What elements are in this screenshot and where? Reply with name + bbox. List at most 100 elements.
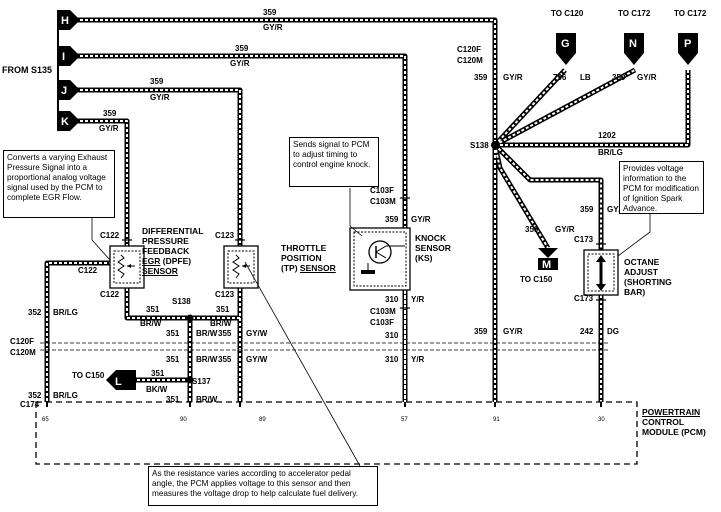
svg-text:310: 310 xyxy=(385,295,399,304)
svg-text:K: K xyxy=(61,116,69,128)
tp-sensor-symbol xyxy=(223,245,259,289)
svg-text:351: 351 xyxy=(151,369,165,378)
svg-text:355: 355 xyxy=(218,355,232,364)
connector-l: L xyxy=(106,370,136,390)
wire-labels: 359 GY/R 359 GY/R 359 GY/R 359 GY/R 359 … xyxy=(28,8,657,404)
svg-text:BR/W: BR/W xyxy=(210,319,232,328)
svg-text:351: 351 xyxy=(166,395,180,404)
svg-text:359: 359 xyxy=(580,205,594,214)
svg-text:352: 352 xyxy=(28,308,42,317)
svg-text:H: H xyxy=(61,15,69,27)
svg-text:355: 355 xyxy=(218,329,232,338)
svg-text:359: 359 xyxy=(103,109,117,118)
svg-text:C120F: C120F xyxy=(457,45,481,54)
egr-note: Converts a varying Exhaust Pressure Sign… xyxy=(3,150,115,218)
svg-text:BR/LG: BR/LG xyxy=(53,391,78,400)
connector-m: M xyxy=(538,248,558,271)
svg-text:C103M: C103M xyxy=(370,307,396,316)
octane-adjust-symbol xyxy=(583,249,619,296)
splice-s138-right-dot xyxy=(491,141,499,149)
pin-57: 57 xyxy=(401,417,408,423)
svg-text:C120F: C120F xyxy=(10,337,34,346)
connector-c120-line xyxy=(40,342,610,351)
connector-k: K xyxy=(58,111,80,131)
connector-p: P xyxy=(678,33,698,65)
svg-text:310: 310 xyxy=(385,355,399,364)
svg-text:GY/R: GY/R xyxy=(263,23,283,32)
svg-text:GY/R: GY/R xyxy=(555,225,575,234)
connector-g: G xyxy=(556,33,576,65)
svg-text:GY/R: GY/R xyxy=(230,59,250,68)
svg-text:GY/R: GY/R xyxy=(99,124,119,133)
svg-text:GY/R: GY/R xyxy=(503,327,523,336)
pcm-label: POWERTRAIN CONTROL MODULE (PCM) xyxy=(642,407,706,437)
svg-text:351: 351 xyxy=(146,305,160,314)
connector-id-labels: C120F C120M S138 C103F C103M C103M C103F… xyxy=(10,45,594,409)
pin-91: 91 xyxy=(493,417,500,423)
svg-text:GY/R: GY/R xyxy=(411,215,431,224)
svg-text:BR/W: BR/W xyxy=(140,319,162,328)
svg-text:C173: C173 xyxy=(574,235,594,244)
svg-text:242: 242 xyxy=(580,327,594,336)
svg-text:359: 359 xyxy=(385,215,399,224)
knock-sensor-label: KNOCK SENSOR (KS) xyxy=(415,233,451,263)
octane-adjust-label: OCTANE ADJUST (SHORTING BAR) xyxy=(624,257,672,297)
spark-note: Provides voltage information to the PCM … xyxy=(619,161,704,214)
svg-text:GY/R: GY/R xyxy=(637,73,657,82)
svg-text:359: 359 xyxy=(235,44,249,53)
svg-text:GY/R: GY/R xyxy=(607,205,627,214)
svg-text:359: 359 xyxy=(525,225,539,234)
svg-text:S137: S137 xyxy=(192,377,211,386)
svg-text:Y/R: Y/R xyxy=(411,295,425,304)
svg-text:GY/R: GY/R xyxy=(503,73,523,82)
to-c150-right-label: TO C150 xyxy=(520,275,553,284)
svg-text:351: 351 xyxy=(216,305,230,314)
splice-s138-dot xyxy=(186,314,194,322)
connector-n: N xyxy=(624,33,644,65)
dpfe-sensor-symbol xyxy=(109,245,145,289)
svg-text:L: L xyxy=(115,376,122,388)
splice-s137-dot xyxy=(186,376,194,384)
svg-text:C123: C123 xyxy=(215,231,235,240)
connector-j: J xyxy=(58,80,80,100)
svg-text:C103M: C103M xyxy=(370,197,396,206)
from-s135-label: FROM S135 xyxy=(2,65,52,75)
pin-65: 65 xyxy=(42,417,49,423)
svg-text:C103F: C103F xyxy=(370,318,394,327)
svg-text:359: 359 xyxy=(474,327,488,336)
svg-text:C123: C123 xyxy=(215,290,235,299)
tp-sensor-label: THROTTLE POSITION (TP) SENSOR xyxy=(281,243,336,273)
svg-text:351: 351 xyxy=(166,355,180,364)
svg-text:1202: 1202 xyxy=(598,131,616,140)
svg-text:C120M: C120M xyxy=(457,56,483,65)
svg-text:BR/LG: BR/LG xyxy=(598,148,623,157)
tps-note: As the resistance varies according to ac… xyxy=(148,466,378,506)
svg-text:C174: C174 xyxy=(20,400,40,409)
note-leaders xyxy=(91,188,651,467)
svg-text:DG: DG xyxy=(607,327,619,336)
svg-text:GY/W: GY/W xyxy=(246,355,268,364)
pin-89: 89 xyxy=(259,417,266,423)
svg-text:GY/W: GY/W xyxy=(246,329,268,338)
pcm-pin-marks xyxy=(46,402,602,407)
svg-text:LB: LB xyxy=(580,73,591,82)
svg-text:796: 796 xyxy=(553,73,567,82)
dpfe-sensor-label: DIFFERENTIAL PRESSURE FEEDBACK EGR (DPFE… xyxy=(142,226,204,276)
svg-text:351: 351 xyxy=(166,329,180,338)
svg-text:GY/R: GY/R xyxy=(150,93,170,102)
svg-text:I: I xyxy=(62,51,65,63)
to-c172-label-1: TO C172 xyxy=(618,9,651,18)
svg-text:S138: S138 xyxy=(470,141,489,150)
to-c120-label: TO C120 xyxy=(551,9,584,18)
svg-text:359: 359 xyxy=(263,8,277,17)
svg-text:N: N xyxy=(629,38,637,50)
svg-text:BR/W: BR/W xyxy=(196,395,218,404)
svg-text:C120M: C120M xyxy=(10,348,36,357)
svg-text:P: P xyxy=(684,38,691,50)
svg-text:C103F: C103F xyxy=(370,186,394,195)
knock-note: Sends signal to PCM to adjust timing to … xyxy=(289,137,379,187)
connector-i: I xyxy=(58,46,80,66)
svg-text:G: G xyxy=(561,38,570,50)
